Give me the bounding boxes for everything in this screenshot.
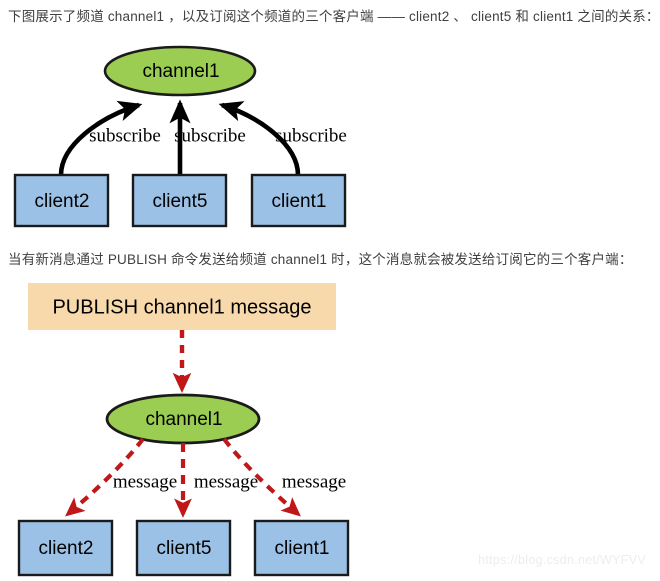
edge-label-subscribe-client5: subscribe <box>174 125 246 146</box>
client1-label-publish: client1 <box>275 538 330 559</box>
publish-command-node[interactable]: PUBLISH channel1 message <box>28 283 336 330</box>
client-node-client5[interactable]: client5 <box>131 173 228 228</box>
channel-node-publish[interactable]: channel1 <box>105 393 261 445</box>
subscribe-diagram: channel1 subscribe subscribe subscribe c… <box>0 35 660 235</box>
client-node-client1[interactable]: client1 <box>250 173 347 228</box>
edge-client1-to-channel <box>218 101 301 176</box>
channel-ellipse <box>103 45 257 97</box>
client1-box <box>250 173 347 228</box>
client-node-publish-client2[interactable]: client2 <box>17 519 114 577</box>
edge-channel-to-client2 <box>65 437 145 517</box>
client2-label-publish: client2 <box>39 538 94 559</box>
client-node-client2[interactable]: client2 <box>13 173 110 228</box>
channel-node[interactable]: channel1 <box>103 45 257 97</box>
message-edge-group <box>65 437 301 518</box>
channel-node-label: channel1 <box>142 61 219 82</box>
client5-box-publish <box>135 519 232 577</box>
client1-label: client1 <box>272 191 327 212</box>
edge-client2-to-channel <box>58 100 143 176</box>
edge-label-subscribe-client1: subscribe <box>275 125 347 146</box>
client5-label: client5 <box>153 191 208 212</box>
publish-command-box <box>28 283 336 330</box>
edge-channel-to-client1 <box>222 437 301 517</box>
edge-label-message-client2: message <box>113 471 177 492</box>
publish-command-label: PUBLISH channel1 message <box>52 296 311 318</box>
client-node-publish-client1[interactable]: client1 <box>253 519 350 577</box>
client1-box-publish <box>253 519 350 577</box>
intro-paragraph: 下图展示了频道 channel1 ，以及订阅这个频道的三个客户端 —— clie… <box>8 9 660 24</box>
client5-box <box>131 173 228 228</box>
client2-box <box>13 173 110 228</box>
edge-label-message-client1: message <box>282 471 346 492</box>
client5-label-publish: client5 <box>157 538 212 559</box>
client-node-publish-client5[interactable]: client5 <box>135 519 232 577</box>
publish-paragraph: 当有新消息通过 PUBLISH 命令发送给频道 channel1 时，这个消息就… <box>8 252 633 267</box>
client2-label: client2 <box>35 191 90 212</box>
client2-box-publish <box>17 519 114 577</box>
watermark: https://blog.csdn.net/WYFVV <box>478 553 646 567</box>
publish-diagram: PUBLISH channel1 message channel1 messag… <box>0 272 660 581</box>
edge-label-subscribe-client2: subscribe <box>89 125 161 146</box>
edge-label-message-client5: message <box>194 471 258 492</box>
channel-node-publish-label: channel1 <box>145 409 222 430</box>
subscribe-edge-group <box>58 99 301 176</box>
